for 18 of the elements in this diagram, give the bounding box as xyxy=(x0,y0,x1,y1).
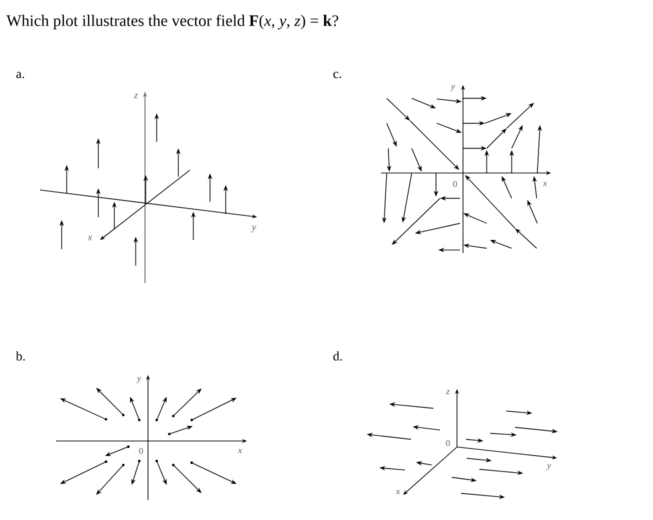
origin-label: 0 xyxy=(446,440,450,446)
axis-label: x xyxy=(88,236,92,240)
panel-label: b. xyxy=(16,351,25,361)
axis-label: y xyxy=(450,84,455,92)
panel-label: d. xyxy=(333,351,342,361)
panel-label: a. xyxy=(16,72,24,78)
axis-label: y xyxy=(546,464,551,470)
axis-label: z xyxy=(134,94,138,98)
axis-label: y xyxy=(136,376,141,384)
axis-label: z xyxy=(446,390,450,394)
axis-label: x xyxy=(238,448,242,454)
panel-label: c. xyxy=(333,72,342,78)
question-title: Which plot illustrates the vector field F(x, y, z) = k? xyxy=(6,14,338,30)
axis-label: x xyxy=(396,490,400,494)
origin-label: 0 xyxy=(139,448,143,454)
origin-label: 0 xyxy=(453,180,457,188)
axis-label: x xyxy=(542,182,547,186)
axis-label: y xyxy=(250,226,256,232)
